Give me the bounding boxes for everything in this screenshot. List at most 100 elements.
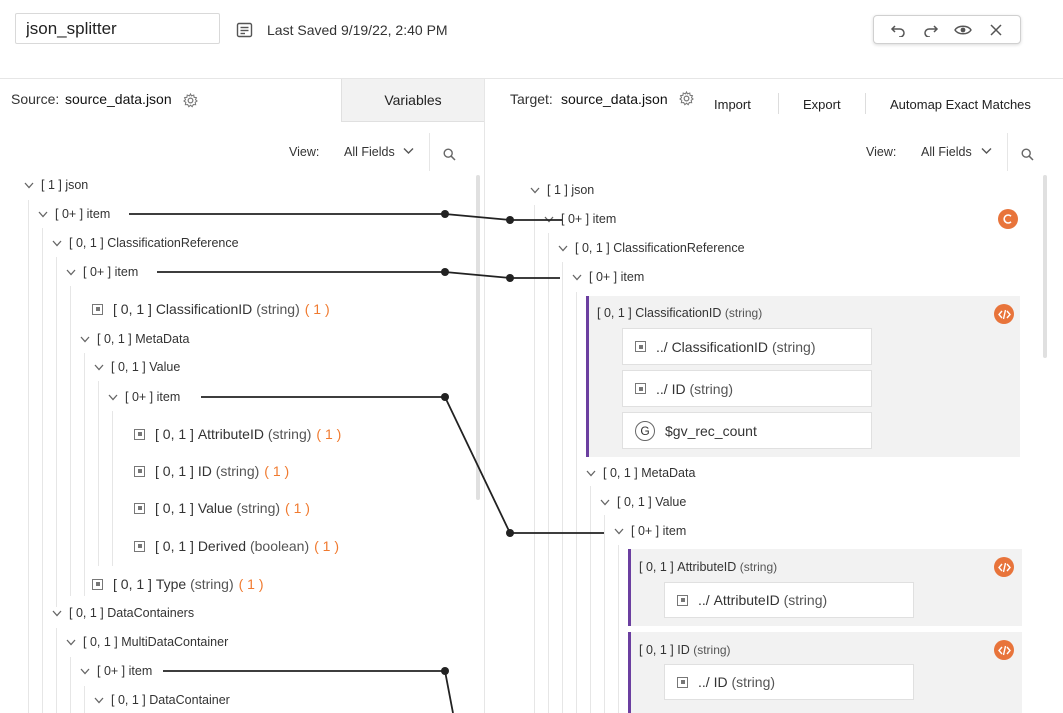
field-icon xyxy=(92,578,103,590)
node-name: ClassificationReference xyxy=(107,236,239,250)
tree-node[interactable]: [ 1 ] json xyxy=(528,183,594,197)
header-divider xyxy=(0,78,1063,79)
tree-node[interactable]: [ 0, 1 ] Value xyxy=(598,495,686,509)
field-name: AttributeID xyxy=(677,560,737,574)
mapping-source-card[interactable]: ../ ID (string) xyxy=(664,664,914,700)
variables-tab[interactable]: Variables xyxy=(341,79,484,122)
field-type: (string) xyxy=(190,576,234,592)
panel-divider xyxy=(484,79,485,713)
source-view-select[interactable]: All Fields xyxy=(344,145,395,159)
cardinality: [ 1 ] xyxy=(547,183,568,197)
script-icon[interactable] xyxy=(994,304,1014,324)
field-icon xyxy=(134,540,145,552)
tree-node[interactable]: [ 1 ] json xyxy=(22,178,88,192)
field-type: (boolean) xyxy=(249,538,310,554)
chevron-down-icon[interactable] xyxy=(598,495,612,509)
tree-node[interactable]: [ 0, 1 ] DataContainers xyxy=(50,606,194,620)
chevron-down-icon[interactable] xyxy=(981,147,992,155)
chevron-down-icon[interactable] xyxy=(403,147,414,155)
script-icon[interactable] xyxy=(994,640,1014,660)
tree-node[interactable]: [ 0, 1 ] Value xyxy=(92,360,180,374)
field-count: ( 1 ) xyxy=(285,500,310,516)
close-icon[interactable] xyxy=(984,18,1008,42)
divider xyxy=(429,133,430,171)
target-search-icon[interactable] xyxy=(1021,148,1034,161)
tree-node[interactable]: [ 0+ ] item xyxy=(36,207,110,221)
field-leaf[interactable]: [ 0, 1 ] ID (string)( 1 ) xyxy=(134,463,289,479)
export-button[interactable]: Export xyxy=(803,97,841,112)
mapping-source-card[interactable]: ../ ID (string) xyxy=(622,370,872,407)
target-settings-gear-icon[interactable] xyxy=(679,91,694,106)
chevron-down-icon[interactable] xyxy=(92,360,106,374)
chevron-down-icon[interactable] xyxy=(528,183,542,197)
integration-name-input[interactable] xyxy=(15,13,220,44)
chevron-down-icon[interactable] xyxy=(22,178,36,192)
import-button[interactable]: Import xyxy=(714,97,751,112)
mapping-source-card[interactable]: G $gv_rec_count xyxy=(622,412,872,449)
chevron-down-icon[interactable] xyxy=(584,466,598,480)
tree-node[interactable]: [ 0, 1 ] MetaData xyxy=(584,466,695,480)
chevron-down-icon[interactable] xyxy=(106,390,120,404)
source-search-icon[interactable] xyxy=(443,148,456,161)
chevron-down-icon[interactable] xyxy=(612,524,626,538)
chevron-down-icon[interactable] xyxy=(556,241,570,255)
field-type: (string) xyxy=(739,560,778,574)
field-leaf[interactable]: [ 0, 1 ] Value (string)( 1 ) xyxy=(134,500,310,516)
node-name: json xyxy=(65,178,89,192)
field-type: (string) xyxy=(731,674,776,690)
node-name: json xyxy=(571,183,595,197)
connector-dot xyxy=(506,529,514,537)
target-scrollbar[interactable] xyxy=(1043,175,1047,358)
field-name: ClassificationID xyxy=(671,338,769,355)
chevron-down-icon[interactable] xyxy=(542,212,556,226)
preview-eye-icon[interactable] xyxy=(951,18,975,42)
condition-badge-icon[interactable] xyxy=(998,209,1018,229)
source-scrollbar[interactable] xyxy=(476,175,480,500)
script-icon[interactable] xyxy=(994,557,1014,577)
cardinality: [ 0, 1 ] xyxy=(97,332,132,346)
node-name: item xyxy=(128,664,153,678)
mapping-source-card[interactable]: ../ AttributeID (string) xyxy=(664,582,914,618)
field-name: Derived xyxy=(197,538,247,554)
chevron-down-icon[interactable] xyxy=(78,664,92,678)
tree-node[interactable]: [ 0, 1 ] DataContainer xyxy=(92,693,230,707)
chevron-down-icon[interactable] xyxy=(36,207,50,221)
tree-node[interactable]: [ 0+ ] item xyxy=(106,390,180,404)
chevron-down-icon[interactable] xyxy=(50,236,64,250)
mapping-source-card[interactable]: ../ ClassificationID (string) xyxy=(622,328,872,365)
chevron-down-icon[interactable] xyxy=(50,606,64,620)
chevron-down-icon[interactable] xyxy=(78,332,92,346)
connector-dot xyxy=(441,667,449,675)
tree-node[interactable]: [ 0+ ] item xyxy=(570,270,644,284)
field-leaf[interactable]: [ 0, 1 ] ClassificationID (string)( 1 ) xyxy=(92,301,330,317)
tree-node[interactable]: [ 0, 1 ] ClassificationReference xyxy=(50,236,239,250)
target-view-select[interactable]: All Fields xyxy=(921,145,972,159)
cardinality: [ 0, 1 ] xyxy=(639,560,674,574)
chevron-down-icon[interactable] xyxy=(64,635,78,649)
tree-node[interactable]: [ 0+ ] item xyxy=(612,524,686,538)
chevron-down-icon[interactable] xyxy=(64,265,78,279)
tree-node[interactable]: [ 0+ ] item xyxy=(542,212,616,226)
cardinality: [ 1 ] xyxy=(41,178,62,192)
field-count: ( 1 ) xyxy=(304,301,330,317)
tree-node[interactable]: [ 0+ ] item xyxy=(64,265,138,279)
automap-button[interactable]: Automap Exact Matches xyxy=(890,97,1031,112)
chevron-down-icon[interactable] xyxy=(92,693,106,707)
source-settings-gear-icon[interactable] xyxy=(183,93,198,108)
node-name: DataContainers xyxy=(107,606,195,620)
tree-node[interactable]: [ 0, 1 ] ClassificationReference xyxy=(556,241,745,255)
tree-node[interactable]: [ 0, 1 ] MetaData xyxy=(78,332,189,346)
field-leaf[interactable]: [ 0, 1 ] AttributeID (string)( 1 ) xyxy=(134,426,341,442)
cardinality: [ 0, 1 ] xyxy=(575,241,610,255)
cardinality: [ 0+ ] xyxy=(83,265,112,279)
tree-node[interactable]: [ 0+ ] item xyxy=(78,664,152,678)
notes-icon[interactable] xyxy=(236,22,253,39)
chevron-down-icon[interactable] xyxy=(570,270,584,284)
redo-icon[interactable] xyxy=(919,18,943,42)
field-leaf[interactable]: [ 0, 1 ] Type (string)( 1 ) xyxy=(92,576,264,592)
path-prefix: ../ xyxy=(698,674,710,690)
undo-icon[interactable] xyxy=(886,18,910,42)
tree-node[interactable]: [ 0, 1 ] MultiDataContainer xyxy=(64,635,228,649)
field-leaf[interactable]: [ 0, 1 ] Derived (boolean)( 1 ) xyxy=(134,538,339,554)
field-name: ID xyxy=(677,643,690,657)
